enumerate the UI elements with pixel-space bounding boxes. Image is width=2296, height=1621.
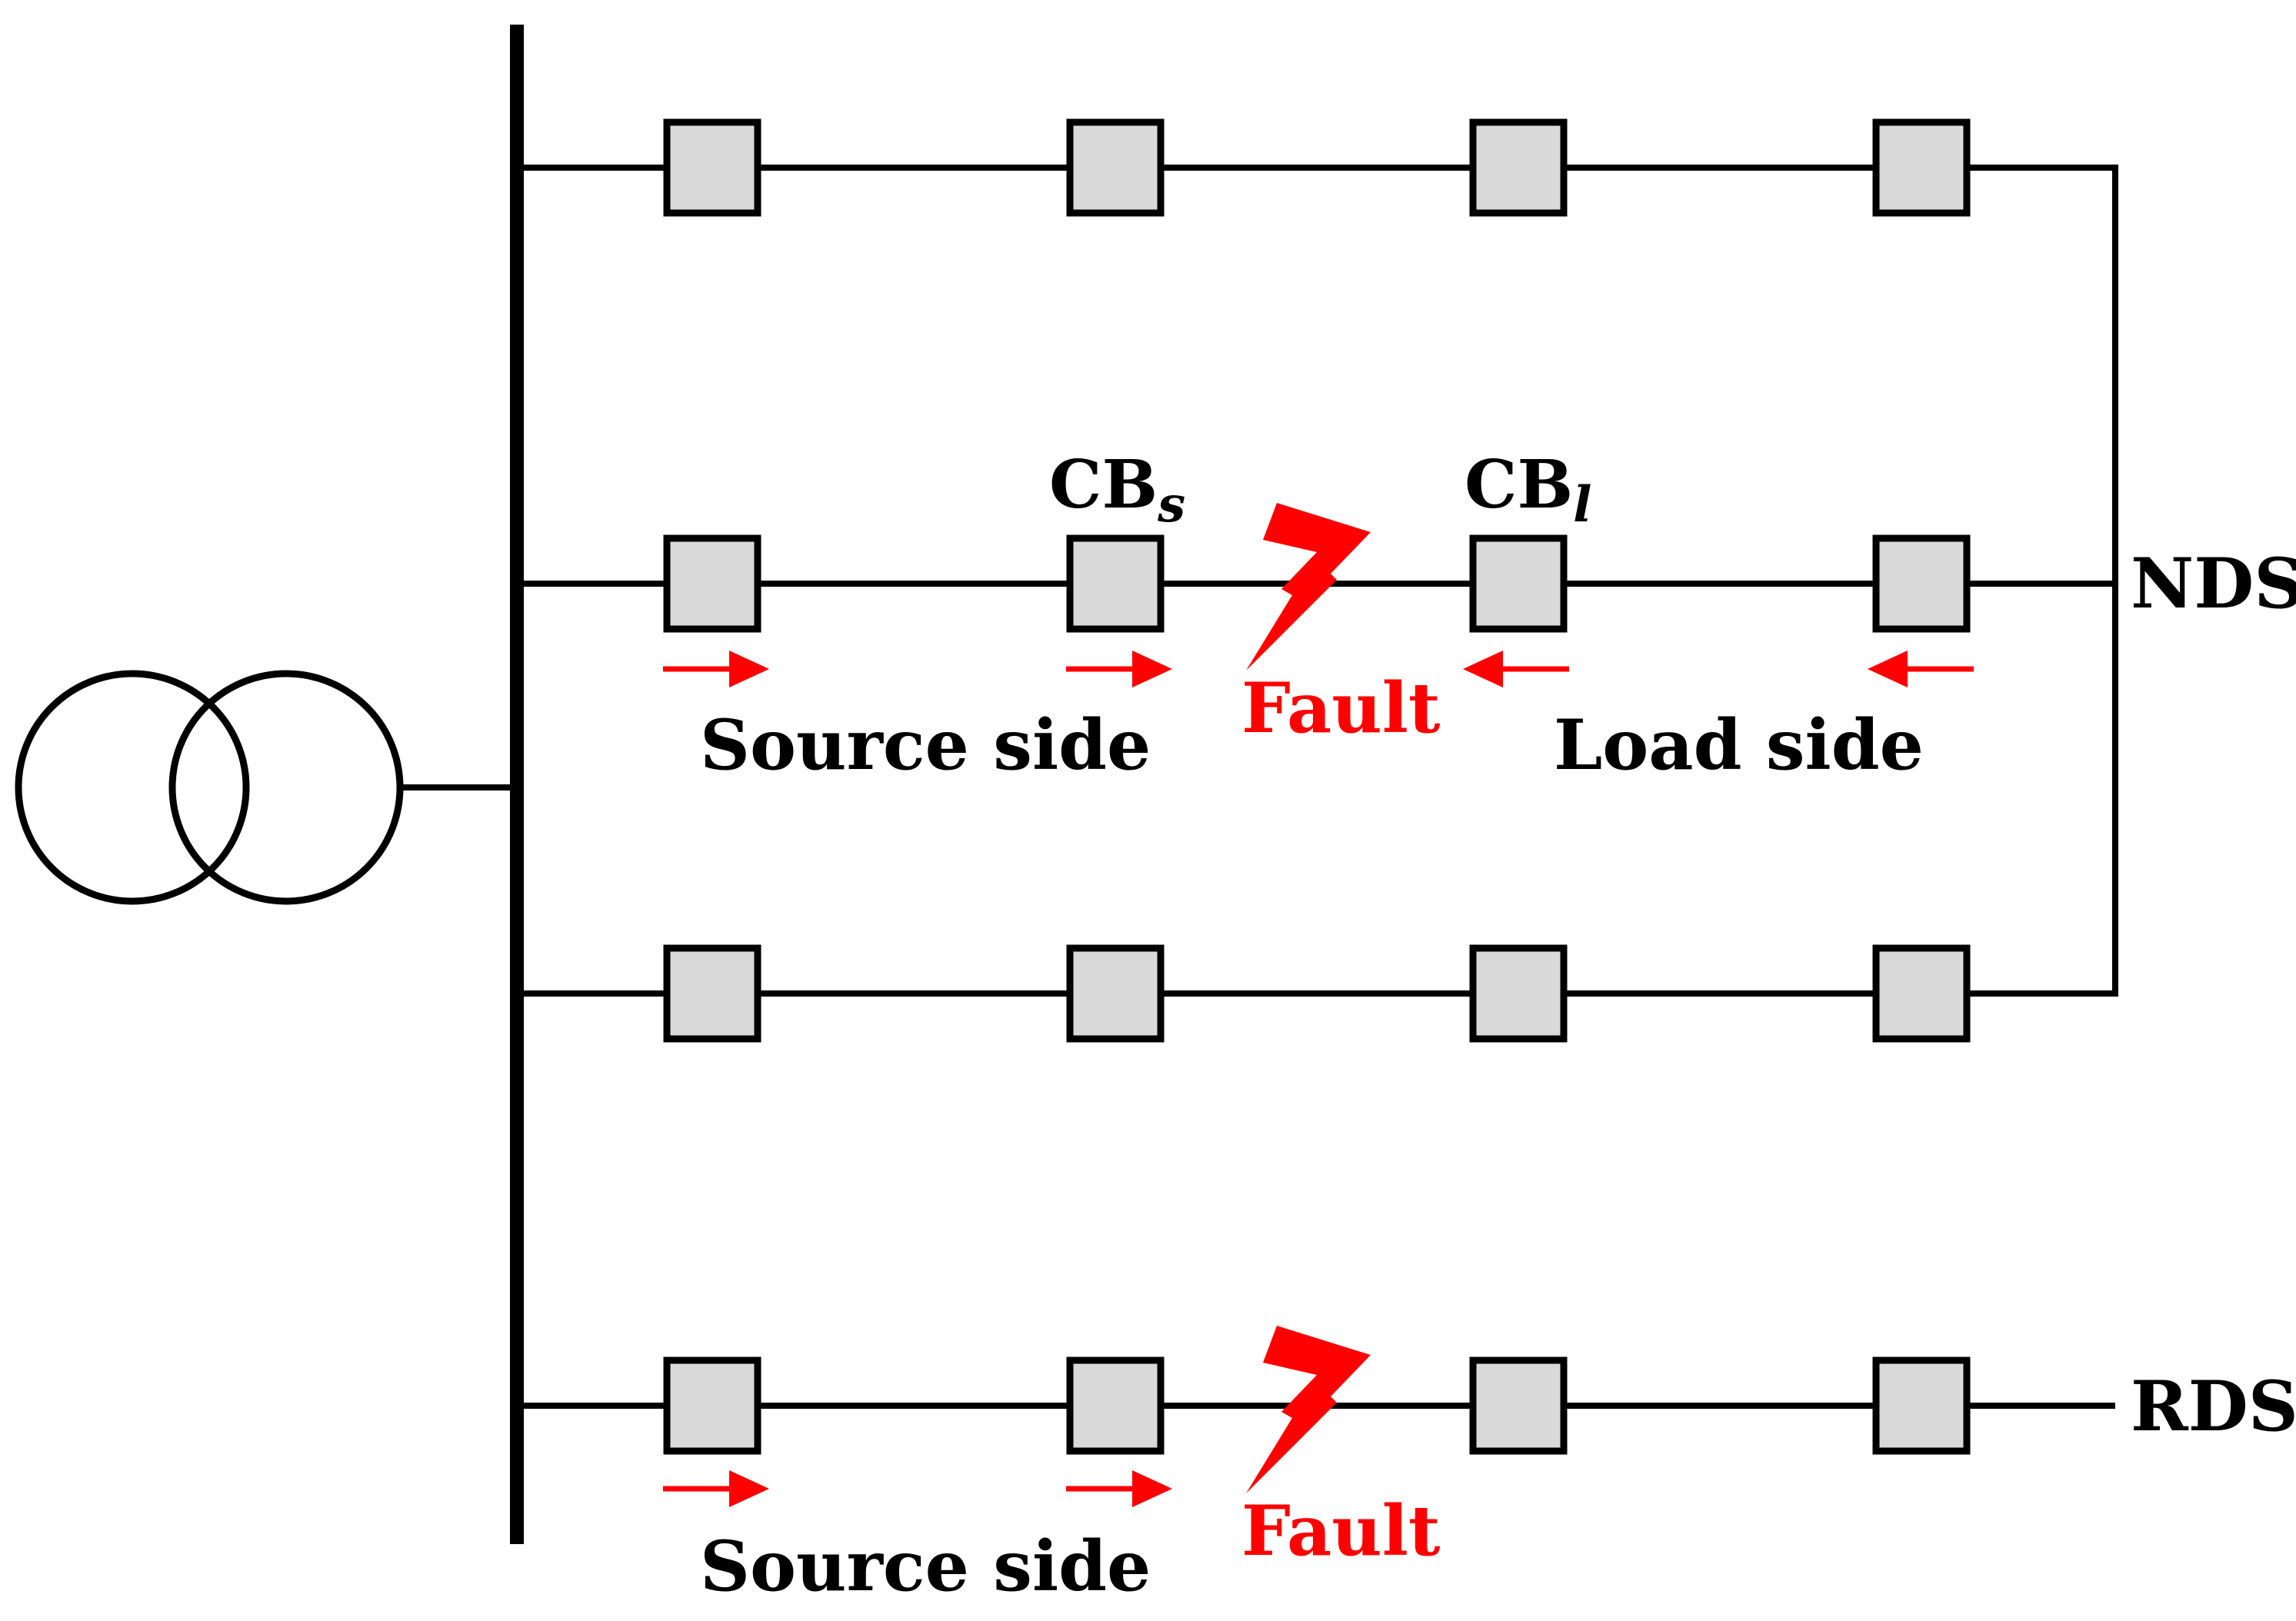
circuit-breaker-icon	[1469, 944, 1568, 1043]
circuit-breaker-icon	[1872, 1356, 1971, 1455]
cb-load-subscript: l	[1573, 476, 1591, 534]
circuit-breaker-icon	[1066, 1356, 1165, 1455]
cb-source-label: CBs	[1049, 446, 1185, 534]
cb-load-main: CB	[1465, 446, 1573, 524]
circuit-breaker-icon	[1066, 118, 1165, 217]
source-side-label-rds: Source side	[700, 1526, 1151, 1607]
arrow-left-icon	[1463, 651, 1569, 687]
circuit-breaker-icon	[1872, 534, 1971, 633]
lightning-bolt-icon	[1246, 1326, 1371, 1493]
source-side-label-nds: Source side	[700, 704, 1151, 786]
nds-label: NDS	[2131, 543, 2296, 624]
circuit-breaker-icon	[1872, 944, 1971, 1043]
circuit-breaker-icon	[1066, 534, 1165, 633]
breakers-group	[663, 118, 1971, 1455]
load-side-label-nds: Load side	[1554, 704, 1924, 786]
transformer-icon	[15, 670, 404, 905]
circuit-breaker-icon	[663, 1356, 761, 1455]
fault-label-nds: Fault	[1241, 667, 1441, 749]
rds-label: RDS	[2131, 1366, 2296, 1447]
circuit-breaker-icon	[663, 534, 761, 633]
circuit-breaker-icon	[1066, 944, 1165, 1043]
direction-arrows-group	[663, 651, 1974, 1507]
arrow-left-icon	[1868, 651, 1974, 687]
fault-label-rds: Fault	[1241, 1490, 1441, 1572]
circuit-breaker-icon	[1469, 1356, 1568, 1455]
arrow-right-icon	[663, 1470, 769, 1507]
circuit-breaker-icon	[1469, 534, 1568, 633]
cb-source-main: CB	[1049, 446, 1158, 524]
circuit-breaker-icon	[663, 118, 761, 217]
lightning-bolt-icon	[1246, 503, 1371, 671]
arrow-right-icon	[1066, 651, 1172, 687]
cb-load-label: CBl	[1465, 446, 1591, 534]
cb-source-subscript: s	[1157, 476, 1185, 534]
arrow-right-icon	[663, 651, 769, 687]
arrow-right-icon	[1066, 1470, 1172, 1507]
circuit-breaker-icon	[1872, 118, 1971, 217]
circuit-breaker-icon	[1469, 118, 1568, 217]
circuit-breaker-icon	[663, 944, 761, 1043]
